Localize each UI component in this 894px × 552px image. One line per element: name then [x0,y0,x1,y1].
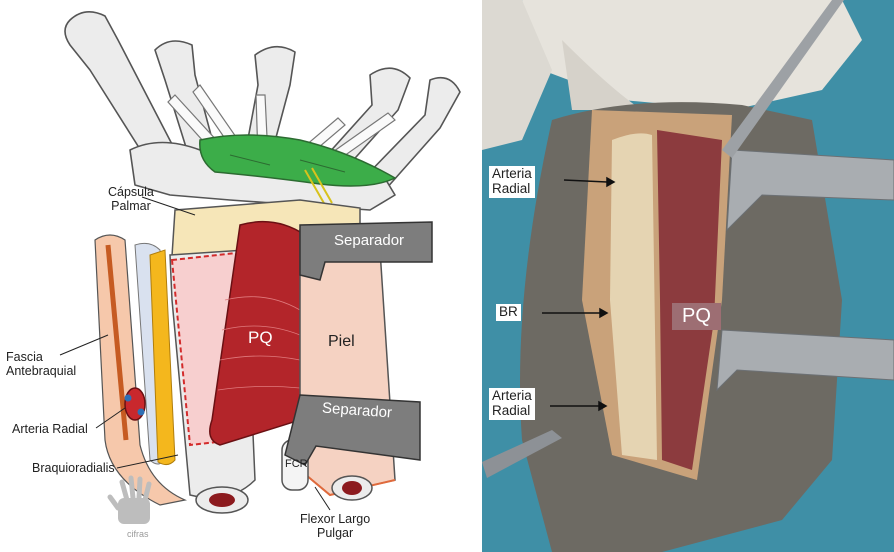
label-arteria-radial: Arteria Radial [12,422,88,436]
photo-label-pq: PQ [672,303,721,330]
cifras-logo-text: cifras [127,529,149,539]
photo-label-br: BR [496,304,521,321]
photo-label-arteria-radial-bottom: Arteria Radial [489,388,535,420]
label-fascia-antebraquial: Fascia Antebraquial [6,350,76,379]
label-fcr: FCR [285,458,308,471]
label-braquioradialis: Braquioradialis [32,461,115,475]
photo-label-arteria-radial-top: Arteria Radial [489,166,535,198]
label-pq: PQ [248,328,273,348]
label-capsula-palmar: Cápsula Palmar [108,185,154,214]
label-separador-top: Separador [334,232,404,249]
label-piel: Piel [328,333,355,351]
photo-drawing [482,0,894,552]
anatomical-illustration: Cápsula Palmar Separador PQ Piel Fascia … [0,0,480,552]
surgical-photo: Arteria Radial BR PQ Arteria Radial [482,0,894,552]
label-flexor-largo-pulgar: Flexor Largo Pulgar [300,512,370,541]
